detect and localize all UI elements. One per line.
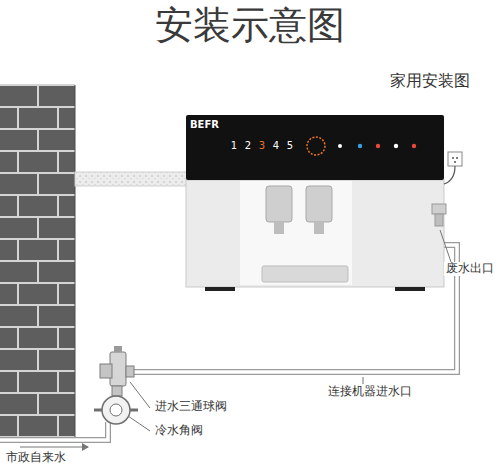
mortar-line (17, 195, 19, 217)
mortar-line (37, 305, 39, 327)
mortar-line (0, 106, 75, 108)
mortar-line (17, 415, 19, 437)
mortar-line (37, 261, 39, 283)
mortar-line (0, 370, 75, 372)
wall-edge (75, 85, 76, 443)
display-number: 1 (231, 140, 237, 152)
mortar-line (17, 283, 19, 305)
mortar-line (57, 415, 59, 437)
mortar-line (0, 150, 75, 152)
mortar-line (37, 129, 39, 151)
display-number: 3 (259, 140, 265, 152)
callout-label: 连接机器进水口 (326, 385, 414, 399)
mortar-line (57, 371, 59, 393)
wall (0, 85, 75, 443)
mortar-line (37, 217, 39, 239)
mortar-line (17, 151, 19, 173)
mortar-line (0, 238, 75, 240)
mortar-line (0, 414, 75, 416)
brick-wall (0, 85, 75, 443)
mortar-line (37, 393, 39, 415)
leader-line (128, 230, 451, 431)
mortar-line (37, 173, 39, 195)
callout-label: 废水出口 (444, 262, 496, 276)
three-way-valve (100, 346, 134, 396)
callout-label: 冷水角阀 (153, 424, 205, 438)
display-number: 5 (287, 140, 293, 152)
mortar-line (37, 85, 39, 107)
wall-conduit (75, 172, 187, 186)
city-pipe (0, 422, 108, 447)
mortar-line (37, 349, 39, 371)
mortar-line (17, 107, 19, 129)
subtitle: 家用安装图 (390, 72, 470, 90)
mortar-line (0, 326, 75, 328)
angle-valve (94, 396, 138, 424)
power-socket (444, 152, 462, 184)
mortar-line (57, 195, 59, 217)
water-purifier (186, 115, 446, 291)
mortar-line (17, 371, 19, 393)
mortar-line (17, 327, 19, 349)
mortar-line (57, 239, 59, 261)
brand-logo: BEFR (190, 119, 219, 131)
mortar-line (17, 239, 19, 261)
callout-label: 进水三通球阀 (153, 400, 229, 414)
mortar-line (0, 194, 75, 196)
mortar-line (57, 151, 59, 173)
mortar-line (57, 327, 59, 349)
mortar-line (57, 107, 59, 129)
display-number: 2 (245, 140, 251, 152)
mortar-line (57, 283, 59, 305)
callout-label: 市政自来水 (4, 451, 68, 465)
display-number: 4 (273, 140, 279, 152)
mortar-line (0, 282, 75, 284)
title: 安装示意图 (155, 4, 345, 48)
